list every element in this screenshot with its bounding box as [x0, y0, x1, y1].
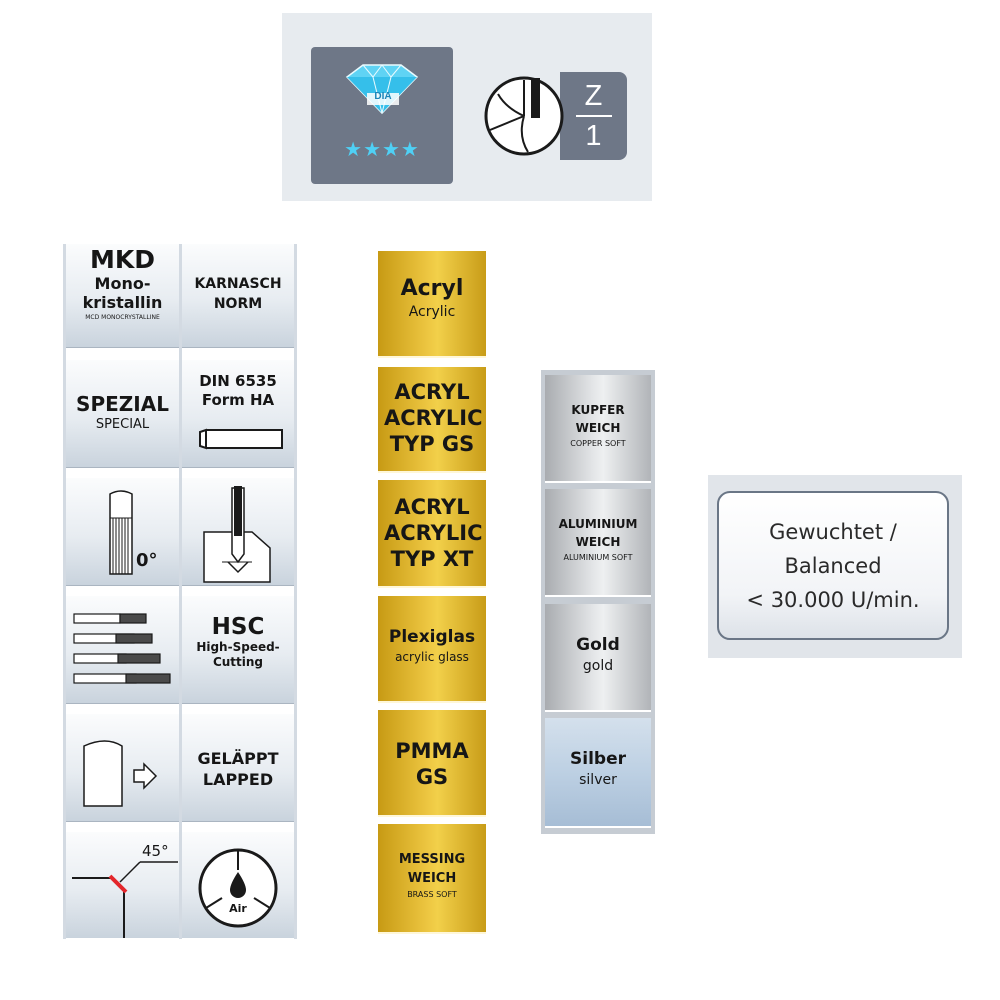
tile-cylindrical-shank — [66, 714, 179, 822]
helix-angle-label: 0° — [136, 550, 158, 571]
chamfer-angle-label: 45° — [142, 842, 169, 860]
grid-divider — [294, 244, 297, 939]
tile-din-6535: DIN 6535 Form HA — [182, 360, 294, 468]
lapped-line2: LAPPED — [202, 770, 274, 789]
diamond-icon — [345, 64, 419, 115]
balanced-line2: Balanced — [784, 554, 882, 578]
cylindrical-shank-icon — [83, 740, 158, 807]
tile-chamfer-45: 45° — [66, 832, 179, 938]
messing-sub: BRASS SOFT — [407, 890, 457, 899]
karnasch-line2: NORM — [213, 296, 263, 312]
flute-z-label: Z — [584, 80, 603, 112]
plunge-cut-icon — [203, 486, 271, 583]
kupfer-title: KUPFER WEICH — [571, 403, 625, 435]
mkd-title: MKD — [89, 245, 155, 274]
lapped-line1: GELÄPPT — [197, 749, 279, 768]
mkd-line2: Mono- — [94, 274, 151, 293]
tile-lapped: GELÄPPT LAPPED — [182, 714, 294, 822]
material-acryl: Acryl Acrylic — [378, 251, 486, 358]
acryl-xt-title: ACRYL ACRYLIC TYP XT — [384, 495, 483, 571]
material-gold: Gold gold — [545, 604, 651, 712]
kupfer-sub: COPPER SOFT — [570, 439, 626, 448]
acryl-title: Acryl — [400, 276, 464, 301]
pmma-title: PMMA GS — [395, 739, 469, 789]
air-label: Air — [229, 902, 247, 915]
aluminium-sub: ALUMINIUM SOFT — [563, 553, 633, 562]
material-acryl-typ-xt: ACRYL ACRYLIC TYP XT — [378, 480, 486, 588]
hsc-title: HSC — [211, 614, 265, 640]
tile-length-variants — [66, 596, 179, 704]
fraction-line — [576, 115, 612, 117]
din-line2: Form HA — [201, 391, 275, 409]
gold-sub: gold — [582, 658, 614, 674]
mkd-line3: kristallin — [82, 293, 163, 312]
chamfer-45-icon — [72, 861, 178, 938]
karnasch-line1: KARNASCH — [194, 276, 282, 292]
diamond-label: DIA — [374, 91, 392, 102]
tile-mkd: MKD Mono- kristallin MCD MONOCRYSTALLINE — [66, 244, 179, 348]
straight-flute-icon — [109, 490, 133, 575]
gold-title: Gold — [576, 635, 620, 655]
tile-hsc: HSC High-Speed- Cutting — [182, 596, 294, 704]
balanced-badge: Gewuchtet / Balanced < 30.000 U/min. — [717, 491, 949, 640]
tile-spezial: SPEZIAL SPECIAL — [66, 360, 179, 468]
material-pmma-gs: PMMA GS — [378, 710, 486, 817]
din-line1: DIN 6535 — [199, 372, 277, 390]
acryl-gs-title: ACRYL ACRYLIC TYP GS — [384, 380, 483, 456]
balanced-line1: Gewuchtet / — [769, 520, 897, 544]
material-plexiglas: Plexiglas acrylic glass — [378, 596, 486, 703]
messing-title: MESSING WEICH — [398, 852, 466, 886]
material-aluminium-weich: ALUMINIUM WEICH ALUMINIUM SOFT — [545, 489, 651, 597]
diamond-quality-badge: DIA ★★★★ — [311, 47, 453, 184]
acryl-sub: Acrylic — [408, 304, 456, 320]
flute-count-badge: Z 1 — [478, 72, 627, 160]
spezial-sub: SPECIAL — [95, 417, 150, 432]
tile-air-cooling: Air — [182, 832, 294, 938]
length-variants-icon — [73, 613, 171, 684]
grid-divider — [179, 244, 182, 939]
flute-count-value: 1 — [585, 120, 602, 152]
material-kupfer-weich: KUPFER WEICH COPPER SOFT — [545, 375, 651, 483]
hsc-line3: Cutting — [212, 655, 264, 669]
mkd-sub: MCD MONOCRYSTALLINE — [85, 314, 160, 321]
air-cooling-icon — [198, 848, 278, 928]
flute-section-icon — [484, 76, 564, 156]
hsc-line2: High-Speed- — [196, 640, 280, 654]
plexiglas-sub: acrylic glass — [395, 650, 469, 664]
spezial-title: SPEZIAL — [76, 392, 169, 416]
tile-straight-flute: 0° — [66, 478, 179, 586]
aluminium-title: ALUMINIUM WEICH — [558, 517, 638, 549]
tile-plunge-cut — [182, 478, 294, 586]
material-messing-weich: MESSING WEICH BRASS SOFT — [378, 824, 486, 934]
shank-form-ha-icon — [199, 428, 283, 450]
balanced-line3: < 30.000 U/min. — [746, 588, 920, 612]
plexiglas-title: Plexiglas — [388, 627, 476, 647]
tile-karnasch-norm: KARNASCH NORM — [182, 244, 294, 348]
silber-title: Silber — [570, 749, 626, 769]
material-silber: Silber silver — [545, 718, 651, 828]
silber-sub: silver — [579, 772, 617, 788]
grid-divider — [63, 244, 66, 939]
material-acryl-typ-gs: ACRYL ACRYLIC TYP GS — [378, 367, 486, 473]
quality-stars: ★★★★ — [344, 137, 420, 161]
